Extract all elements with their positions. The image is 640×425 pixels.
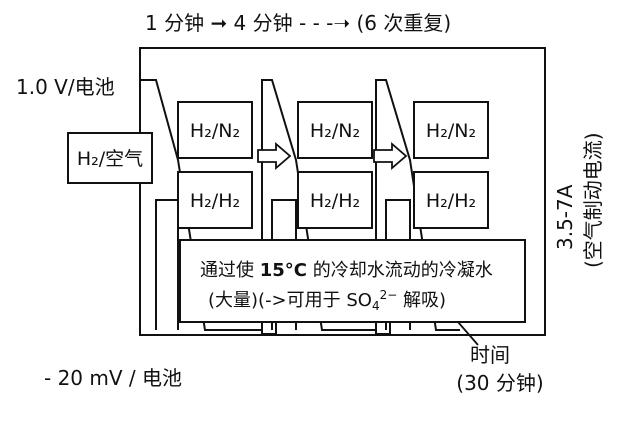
time-label: 时间 (470, 343, 510, 367)
cycle-3-upper-box (413, 101, 489, 159)
cycle-2-upper-box (297, 101, 373, 159)
note-line-2-prefix: (大量)(->可用于 SO (208, 290, 372, 311)
cycle-3: H₂/N₂ H₂/H₂ (413, 101, 489, 229)
note-line-1: 通过使 15°C 的冷却水流动的冷凝水 (200, 260, 493, 281)
cycle-2-lower-label: H₂/H₂ (310, 190, 360, 212)
cycle-2: H₂/N₂ H₂/H₂ (297, 101, 373, 229)
main-frame (139, 47, 546, 336)
cycle-1-upper-box (177, 101, 253, 159)
cycle-1-lower-box (177, 171, 253, 229)
note-line-2: (大量)(->可用于 SO42− 解吸) (208, 288, 446, 313)
cycle-3-lower-label: H₂/H₂ (426, 190, 476, 212)
bottom-pulses (261, 322, 391, 335)
cycle-1-lower-label: H₂/H₂ (190, 190, 240, 212)
arrow-1 (257, 142, 292, 170)
cycle-3-upper-label: H₂/N₂ (426, 120, 476, 142)
note-superscript: 2− (380, 288, 398, 302)
time-marker-line (457, 321, 479, 346)
inlet-gas-box (67, 132, 153, 184)
cycle-1-upper-label: H₂/N₂ (190, 120, 240, 142)
cycle-2-lower-box (297, 171, 373, 229)
note-subscript: 4 (372, 299, 380, 313)
cycle-2-upper-label: H₂/N₂ (310, 120, 360, 142)
right-label-line-1: 3.5-7A (553, 184, 577, 250)
voltage-low-label: - 20 mV / 电池 (44, 366, 182, 390)
note-line-1-bold: 15°C (260, 260, 307, 281)
transition-arrows (257, 142, 408, 170)
top-label: 1 分钟 ➞ 4 分钟 - - -➝ (6 次重复) (145, 11, 451, 35)
note-box (179, 239, 526, 323)
time-value: (30 分钟) (456, 371, 543, 395)
inlet-gas-label: H₂/空气 (77, 148, 143, 170)
note-line-1-prefix: 通过使 (200, 260, 260, 281)
note-line-2-suffix: 解吸) (397, 290, 446, 311)
voltage-high-label: 1.0 V/电池 (16, 75, 115, 99)
cycle-1: H₂/N₂ H₂/H₂ (177, 101, 253, 229)
arrow-2 (373, 142, 408, 170)
note-line-1-suffix: 的冷却水流动的冷凝水 (307, 260, 493, 281)
right-label-line-2: (空气制动电流) (581, 132, 605, 268)
cycle-3-lower-box (413, 171, 489, 229)
